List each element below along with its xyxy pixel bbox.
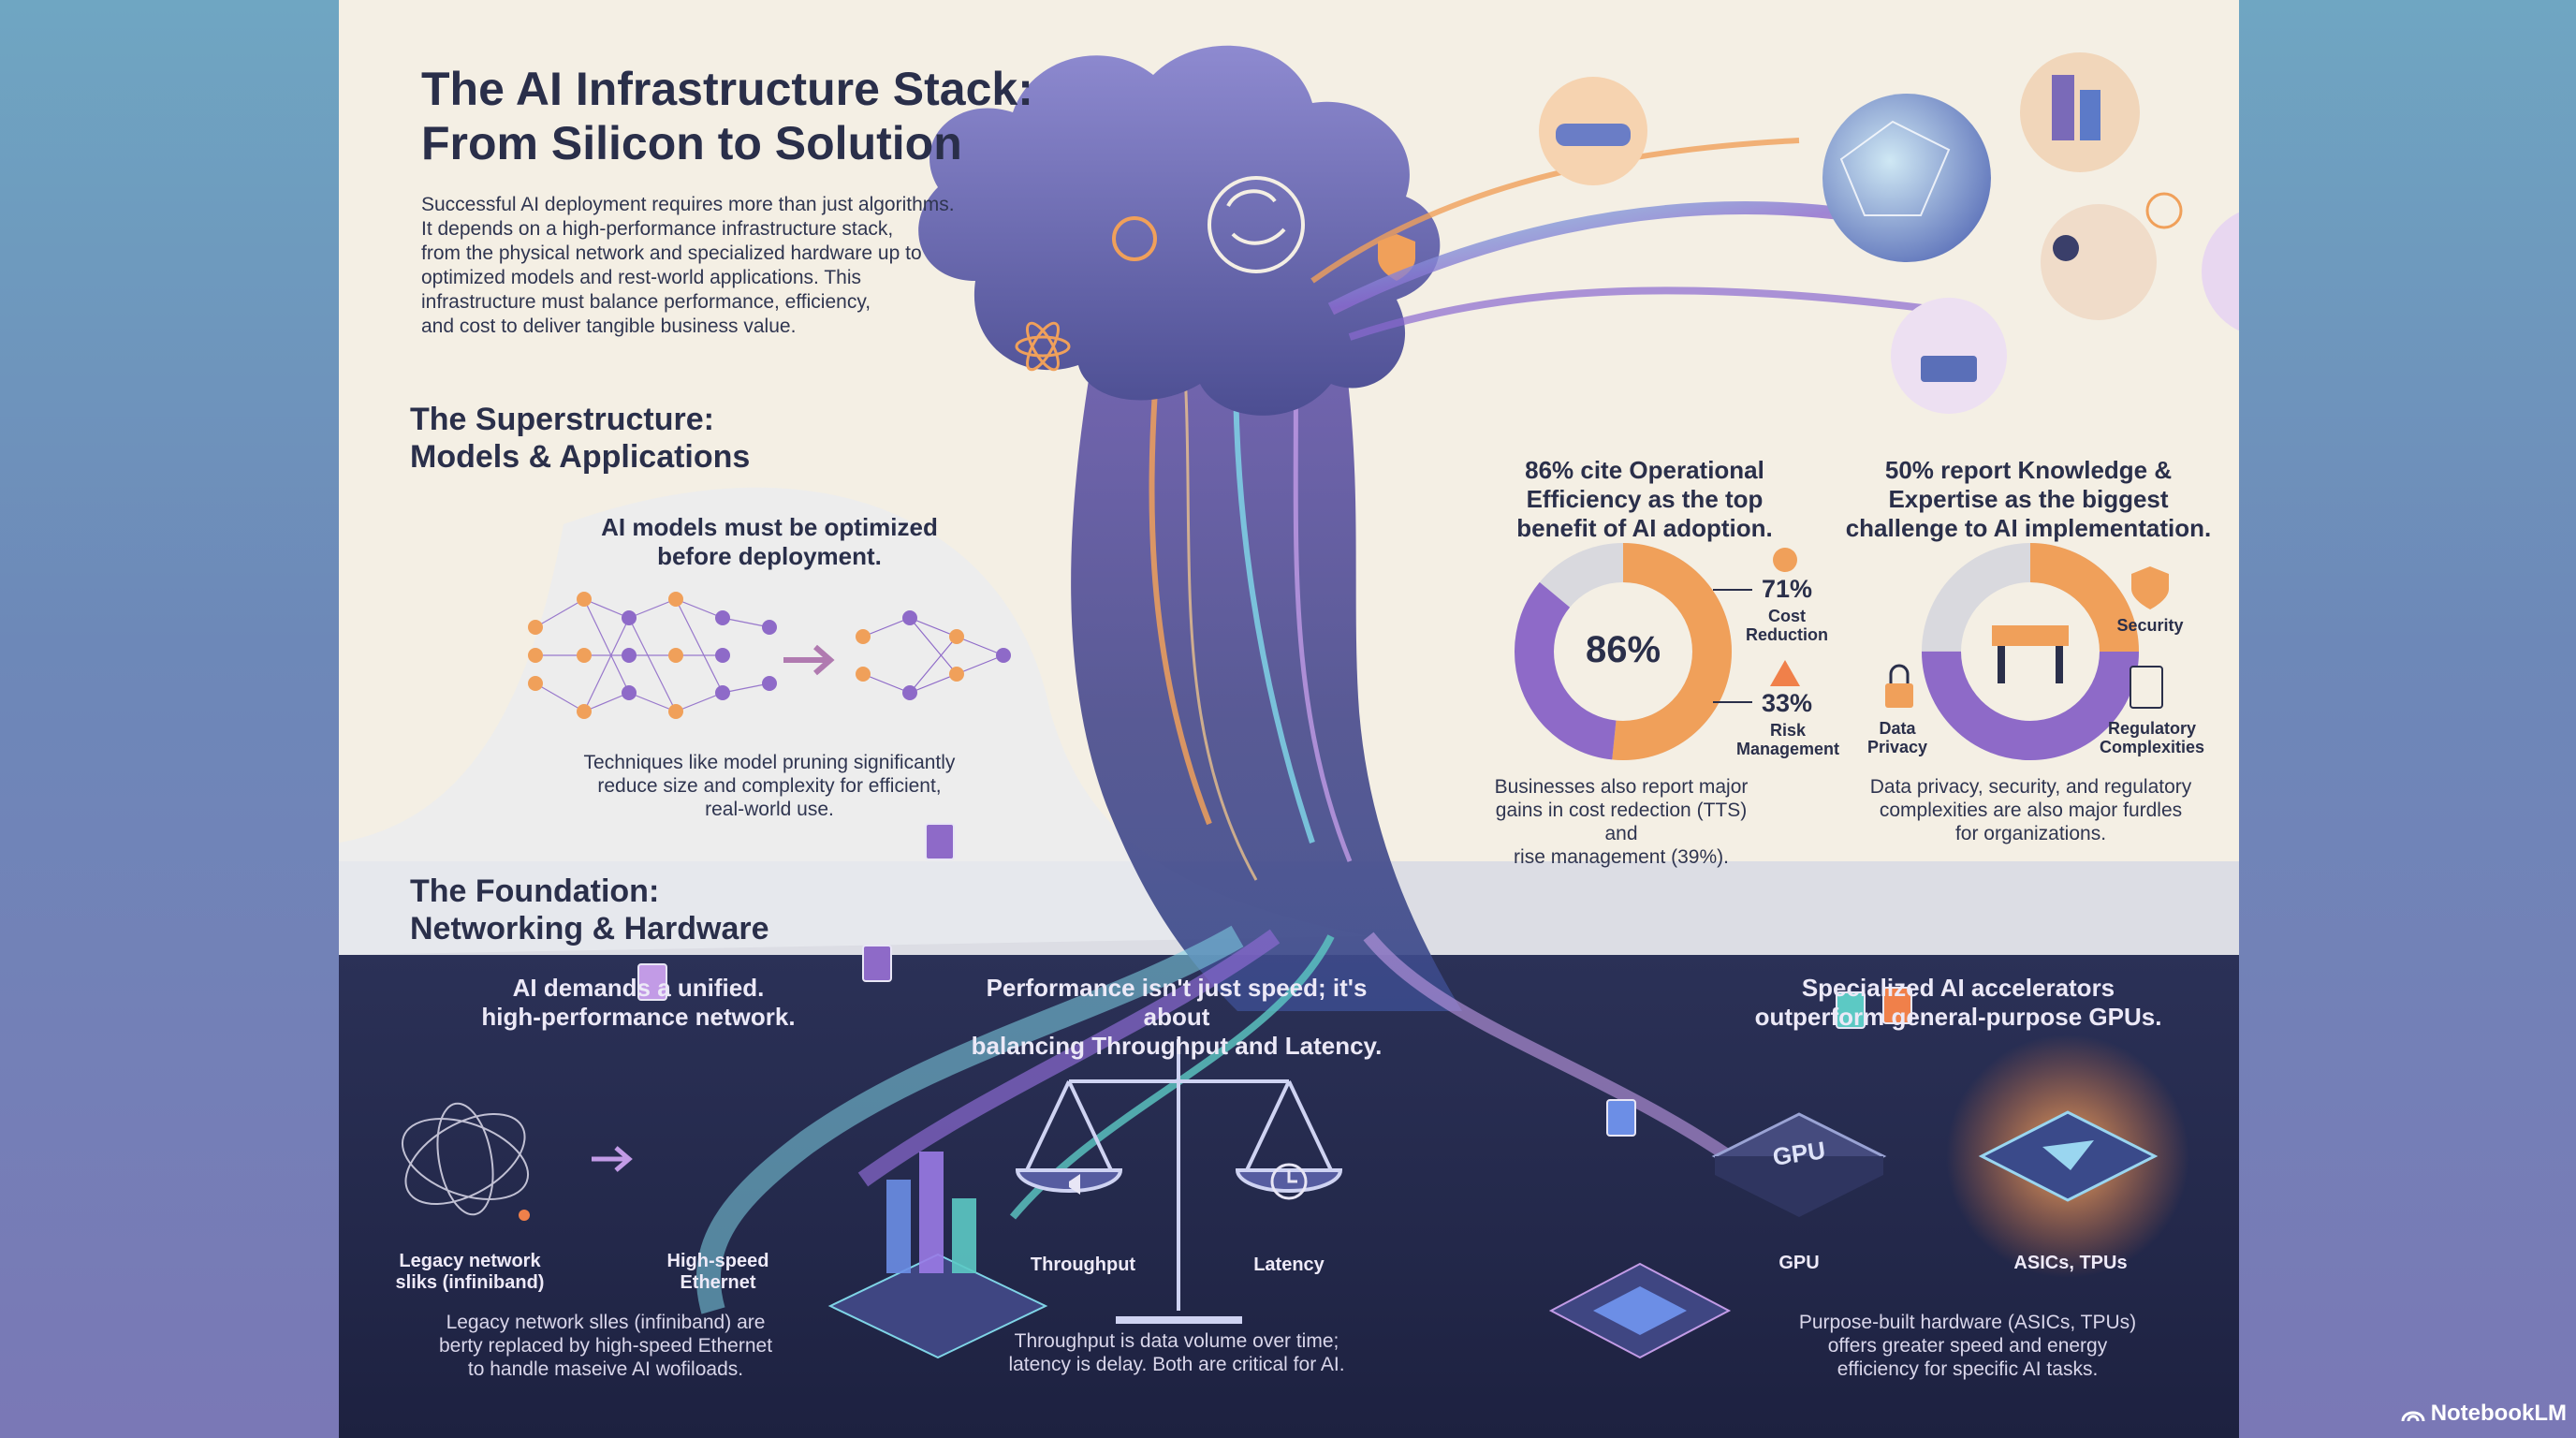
cost-reduction-value: 71% <box>1762 575 1813 603</box>
benefits-center-value: 86% <box>1585 629 1661 670</box>
brain-icon <box>1208 176 1305 273</box>
scale-icon <box>1015 1039 1343 1324</box>
legacy-network-label: Legacy network sliks (infiniband) <box>395 1251 545 1293</box>
challenges-caption: Data privacy, security, and regulatory c… <box>1869 776 2192 844</box>
tree-trunk <box>1071 281 1462 1011</box>
intro-paragraph: Successful AI deployment requires more t… <box>421 194 955 337</box>
notebooklm-icon <box>2401 1411 2425 1422</box>
challenges-heading: 50% report Knowledge & Expertise as the … <box>1845 456 2212 542</box>
atom-icon <box>1015 321 1071 372</box>
performance-heading: Performance isn't just speed; it's about… <box>971 974 1383 1060</box>
illustration-layer <box>339 45 2239 1359</box>
benefits-caption: Businesses also report major gains in co… <box>1494 776 1749 868</box>
network-heading: AI demands a unified. high-performance n… <box>481 974 796 1031</box>
asic-label: ASICs, TPUs <box>2013 1253 2128 1273</box>
benefit-ring-arc <box>1515 543 1732 760</box>
circuit-chip-icon <box>1548 1262 1732 1359</box>
models-heading: AI models must be optimized before deplo… <box>601 513 938 570</box>
accelerators-heading: Specialized AI accelerators outperform g… <box>1754 974 2162 1031</box>
cost-reduction-label: Cost Reduction <box>1746 607 1828 644</box>
regulatory-label: Regulatory Complexities <box>2099 719 2205 756</box>
benefits-donut-chart <box>1515 543 1732 760</box>
page-title: The AI Infrastructure Stack: From Silico… <box>421 63 1033 169</box>
legacy-network-tangle <box>401 1102 530 1216</box>
accelerators-caption: Purpose-built hardware (ASICs, TPUs) off… <box>1798 1312 2137 1380</box>
throughput-label: Throughput <box>1030 1255 1136 1275</box>
asic-chip-icon <box>1978 1110 2159 1202</box>
infographic-canvas: The AI Infrastructure Stack: From Silico… <box>339 0 2239 1438</box>
superstructure-heading: The Superstructure: Models & Application… <box>410 402 751 475</box>
network-caption: Legacy network slles (infiniband) are be… <box>438 1312 773 1380</box>
barrier-icon <box>1992 625 2069 683</box>
security-label: Security <box>2116 616 2184 635</box>
foundation-background <box>339 955 2239 1438</box>
doctor-icon <box>2202 212 2239 331</box>
challenges-donut-chart <box>1922 543 2139 760</box>
brand-name: NotebookLM <box>2430 1401 2567 1426</box>
ethernet-label: High-speed Ethernet <box>666 1251 769 1293</box>
gear-icon <box>1112 216 1157 261</box>
risk-management-value: 33% <box>1762 689 1813 717</box>
network-chip-icon <box>827 1152 1048 1359</box>
models-caption: Techniques like model pruning significan… <box>583 752 956 820</box>
neural-network-pruned <box>862 617 1004 694</box>
cloud-canopy <box>918 45 1441 416</box>
doctor-icon <box>2041 204 2157 320</box>
pruning-arrow <box>783 644 835 676</box>
foundation-heading: The Foundation: Networking & Hardware <box>410 873 769 946</box>
risk-management-label: Risk Management <box>1735 721 1840 758</box>
challenge-ring-arc-secondary <box>1922 543 2139 760</box>
warning-icon <box>1770 660 1800 686</box>
data-privacy-label: Data Privacy <box>1866 719 1928 756</box>
shield-icon <box>2131 566 2169 609</box>
gpu-label: GPU <box>1778 1253 1820 1273</box>
latency-label: Latency <box>1253 1255 1325 1275</box>
gpu-chip-icon <box>1711 1112 1887 1217</box>
document-icon <box>637 823 1912 1137</box>
document-icon <box>2130 666 2163 709</box>
benefits-heading: 86% cite Operational Efficiency as the t… <box>1516 456 1773 542</box>
speaker-icon <box>1069 1174 1080 1195</box>
lock-icon <box>1885 683 1913 708</box>
notebooklm-brand: NotebookLM <box>2401 1401 2567 1427</box>
dollar-icon <box>1773 548 1797 572</box>
globe-icon <box>1822 94 1991 262</box>
performance-caption: Throughput is data volume over time; lat… <box>1008 1330 1345 1375</box>
benefit-ring-arc-secondary <box>1515 543 1732 760</box>
clock-icon <box>1270 1163 1308 1200</box>
